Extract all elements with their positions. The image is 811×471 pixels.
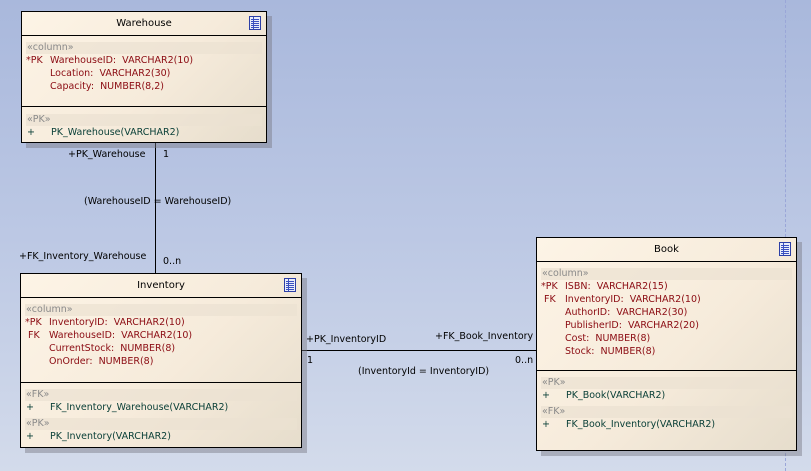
operation-row[interactable]: +FK_Book_Inventory(VARCHAR2) bbox=[542, 419, 716, 430]
operations-section: «PK» +PK_Warehouse(VARCHAR2) bbox=[22, 107, 266, 143]
operation-row[interactable]: +PK_Inventory(VARCHAR2) bbox=[26, 431, 171, 442]
relationship-line-inventory-book[interactable] bbox=[302, 350, 537, 351]
table-name: Book bbox=[654, 244, 679, 255]
columns-stereotype: «column» bbox=[26, 42, 262, 54]
columns-stereotype: «column» bbox=[25, 304, 297, 316]
target-multiplicity-label: 0..n bbox=[515, 355, 534, 366]
table-icon bbox=[249, 16, 261, 30]
source-multiplicity-label: 1 bbox=[307, 355, 314, 366]
table-name: Warehouse bbox=[116, 18, 172, 29]
source-role-label: +PK_InventoryID bbox=[306, 334, 387, 345]
table-icon bbox=[779, 242, 791, 256]
table-icon bbox=[284, 278, 296, 292]
table-header: Warehouse bbox=[22, 12, 266, 36]
column-row[interactable]: CurrentStock: NUMBER(8) bbox=[49, 343, 176, 354]
operation-stereotype: «FK» bbox=[25, 389, 297, 401]
operation-row[interactable]: +PK_Warehouse(VARCHAR2) bbox=[27, 127, 180, 138]
target-role-label: +FK_Inventory_Warehouse bbox=[19, 251, 147, 262]
column-row[interactable]: Stock: NUMBER(8) bbox=[565, 346, 656, 357]
column-row[interactable]: Location: VARCHAR2(30) bbox=[50, 68, 171, 79]
columns-stereotype: «column» bbox=[541, 268, 792, 280]
operation-stereotype: «FK» bbox=[541, 406, 792, 418]
operations-section: «FK» +FK_Inventory_Warehouse(VARCHAR2) «… bbox=[21, 383, 301, 447]
column-row[interactable]: PublisherID: VARCHAR2(20) bbox=[565, 320, 699, 331]
operation-row[interactable]: +PK_Book(VARCHAR2) bbox=[542, 390, 666, 401]
source-multiplicity-label: 1 bbox=[163, 149, 170, 160]
table-header: Inventory bbox=[21, 274, 301, 298]
target-role-label: +FK_Book_Inventory bbox=[435, 331, 534, 342]
operation-stereotype: «PK» bbox=[541, 377, 792, 389]
page-boundary-line bbox=[785, 0, 786, 471]
operation-stereotype: «PK» bbox=[26, 114, 262, 126]
operations-section: «PK» +PK_Book(VARCHAR2) «FK» +FK_Book_In… bbox=[537, 371, 796, 435]
relationship-line-warehouse-inventory[interactable] bbox=[155, 142, 156, 273]
column-row[interactable]: AuthorID: VARCHAR2(30) bbox=[565, 307, 688, 318]
target-multiplicity-label: 0..n bbox=[163, 256, 182, 267]
relationship-condition-label: (InventoryId = InventoryID) bbox=[358, 366, 490, 377]
table-header: Book bbox=[537, 238, 796, 262]
relationship-condition-label: (WarehouseID = WarehouseID) bbox=[84, 196, 232, 207]
column-row[interactable]: OnOrder: NUMBER(8) bbox=[49, 356, 154, 367]
source-role-label: +PK_Warehouse bbox=[68, 149, 146, 160]
column-row[interactable]: Capacity: NUMBER(8,2) bbox=[50, 81, 164, 92]
table-name: Inventory bbox=[137, 280, 185, 291]
operation-stereotype: «PK» bbox=[25, 418, 297, 430]
column-row[interactable]: Cost: NUMBER(8) bbox=[565, 333, 651, 344]
operation-row[interactable]: +FK_Inventory_Warehouse(VARCHAR2) bbox=[26, 402, 229, 413]
